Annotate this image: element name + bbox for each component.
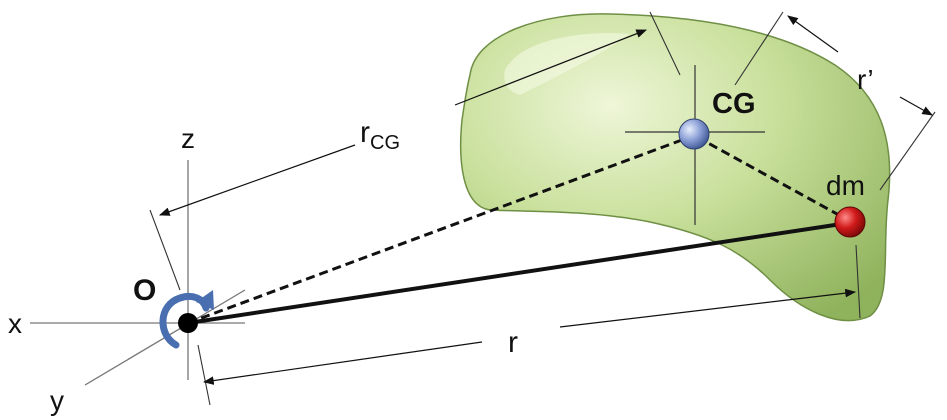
r-prime-label: r’	[857, 64, 874, 95]
r-cg-dimension-upper	[454, 29, 648, 106]
r-vector-solid	[187, 221, 849, 325]
r-cg-vector-dashed	[187, 135, 691, 325]
r-cg-label-subscript: CG	[370, 132, 400, 154]
dimension-arrows	[158, 15, 933, 385]
r-dimension-right	[559, 288, 857, 328]
rotation-arrowhead-icon	[196, 290, 214, 310]
z-axis-label: z	[181, 123, 195, 154]
r-cg-label: rCG	[360, 116, 400, 154]
r-cg-dimension-lower	[158, 144, 356, 216]
r-label: r	[508, 326, 518, 359]
dimension-extension-lines	[149, 11, 936, 406]
y-axis-label: y	[50, 385, 64, 416]
cg-label: CG	[712, 88, 756, 120]
r-prime-dimension-upper	[787, 15, 839, 53]
r-cg-label-main: r	[360, 116, 370, 149]
r-dimension-left	[202, 341, 483, 385]
origin-point	[178, 313, 198, 333]
dm-label: dm	[826, 170, 865, 201]
dm-point	[834, 206, 866, 238]
r-prime-dimension-lower	[899, 96, 933, 116]
x-axis-label: x	[8, 308, 22, 339]
origin-label: O	[133, 274, 156, 307]
coordinate-axes	[30, 160, 246, 386]
r-prime-vector-dashed	[696, 135, 849, 222]
cg-point	[678, 118, 710, 150]
rigid-body-shape	[459, 13, 891, 322]
